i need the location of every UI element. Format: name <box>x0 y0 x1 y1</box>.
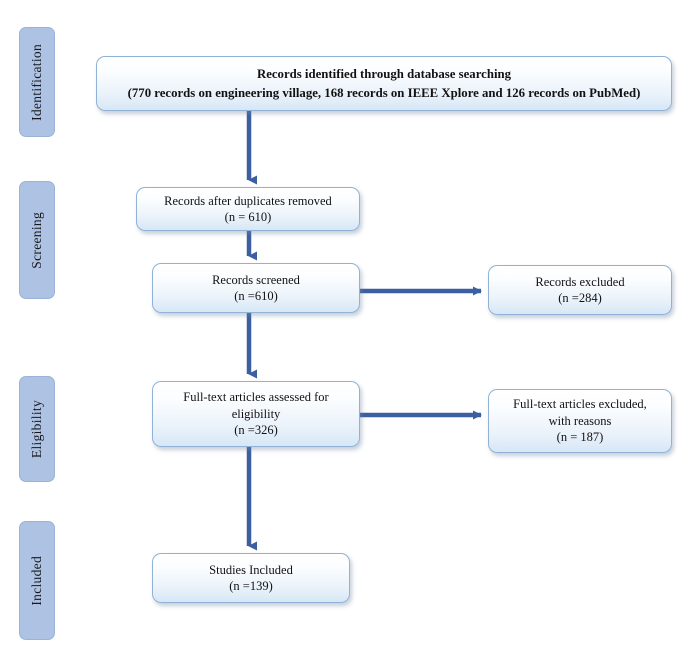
records-screened-box: Records screened (n =610) <box>152 263 360 313</box>
records-screened-text: Records screened (n =610) <box>212 272 300 304</box>
fulltext-excluded-box: Full-text articles excluded, with reason… <box>488 389 672 453</box>
stage-label-screening: Screening <box>29 211 44 269</box>
stage-chip-identification: Identification <box>19 27 55 137</box>
records-identified-box: Records identified through database sear… <box>96 56 672 111</box>
studies-included-box: Studies Included (n =139) <box>152 553 350 603</box>
stage-label-identification: Identification <box>29 43 44 121</box>
stage-chip-eligibility: Eligibility <box>19 376 55 482</box>
records-identified-text: Records identified through database sear… <box>127 66 641 100</box>
fulltext-assessed-box: Full-text articles assessed for eligibil… <box>152 381 360 447</box>
records-excluded-box: Records excluded (n =284) <box>488 265 672 315</box>
stage-chip-screening: Screening <box>19 181 55 299</box>
fulltext-assessed-text: Full-text articles assessed for eligibil… <box>183 390 329 438</box>
stage-label-included: Included <box>29 555 44 606</box>
stage-chip-included: Included <box>19 521 55 640</box>
records-excluded-text: Records excluded (n =284) <box>535 274 625 306</box>
studies-included-text: Studies Included (n =139) <box>209 562 293 594</box>
stage-label-eligibility: Eligibility <box>29 399 44 459</box>
records-after-duplicates-box: Records after duplicates removed (n = 61… <box>136 187 360 231</box>
records-after-duplicates-text: Records after duplicates removed (n = 61… <box>164 193 332 225</box>
fulltext-excluded-text: Full-text articles excluded, with reason… <box>513 397 647 445</box>
